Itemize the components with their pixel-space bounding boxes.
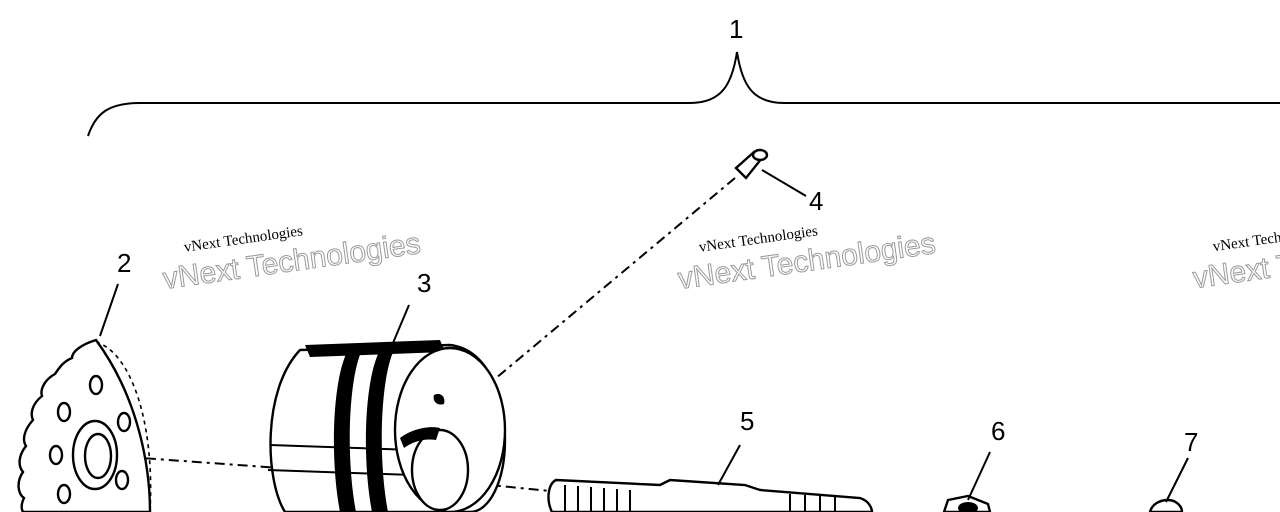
nut xyxy=(942,494,992,512)
callout-5: 5 xyxy=(740,406,754,436)
callout-1: 1 xyxy=(729,14,743,44)
centerline-pin xyxy=(439,177,736,426)
watermark-2: vNext Technologies vNext Technologies xyxy=(675,223,938,296)
callout-2: 2 xyxy=(117,248,131,278)
watermark-3: vNext Technologies vNext Technologies xyxy=(1190,223,1280,296)
sprocket xyxy=(17,338,152,512)
watermark-text: vNext Technologies xyxy=(1212,223,1280,256)
clutch-drum xyxy=(267,340,507,512)
watermark-1: vNext Technologies vNext Technologies xyxy=(160,223,423,296)
assembly-brace xyxy=(87,51,1280,137)
callout-3: 3 xyxy=(417,268,431,298)
callout-4: 4 xyxy=(809,186,823,216)
pin xyxy=(734,148,769,180)
shaft xyxy=(547,478,874,512)
callout-7: 7 xyxy=(1184,427,1198,457)
callout-6: 6 xyxy=(991,416,1005,446)
leader-lines xyxy=(99,169,1189,503)
